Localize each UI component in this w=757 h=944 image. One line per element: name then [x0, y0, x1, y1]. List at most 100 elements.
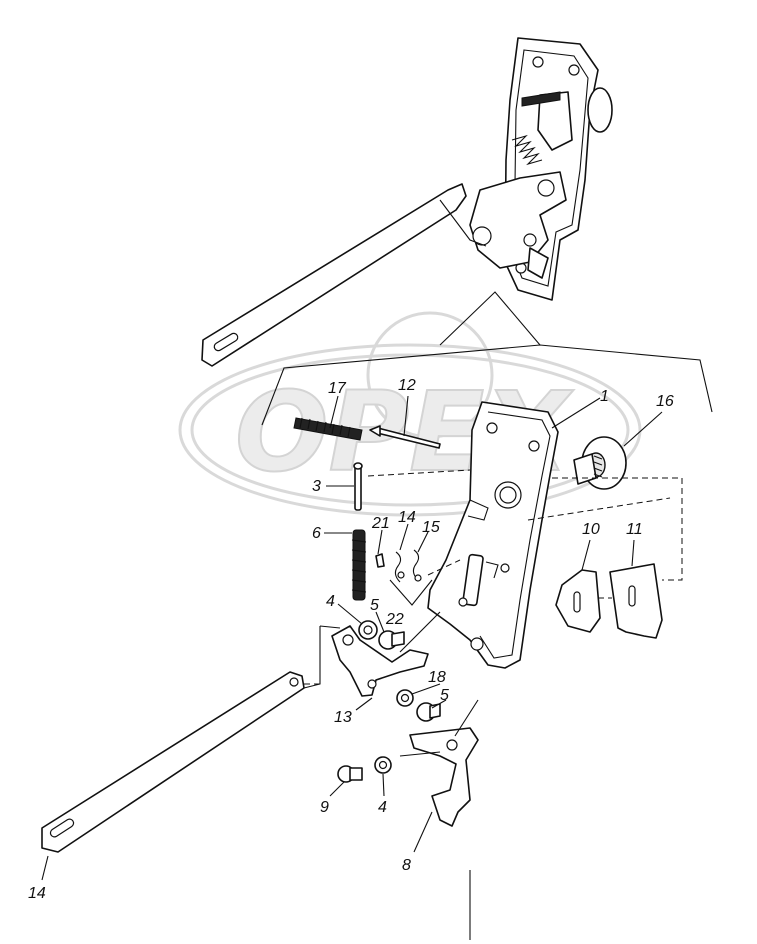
- top-pin: [521, 91, 561, 107]
- part-4-washer-lower: [374, 756, 392, 774]
- callout-5-upper: 5: [370, 597, 379, 614]
- part-13-lever: [303, 625, 429, 697]
- part-9-bolt: [337, 765, 363, 783]
- top-spring: [511, 134, 543, 166]
- cover-11-body: [609, 563, 663, 639]
- leader-8: [413, 811, 433, 853]
- top-rotor: [587, 87, 613, 133]
- rotor-cam: [573, 453, 597, 485]
- pin-12-head: [369, 425, 381, 437]
- lock-plate-tab: [467, 499, 489, 521]
- part-4-washer-upper: [358, 620, 378, 640]
- bolt-22-shaft: [391, 631, 405, 647]
- part-11-cover: [609, 563, 663, 639]
- part-18-washer: [396, 689, 414, 707]
- callout-11: 11: [626, 521, 643, 538]
- spring-6-body: [352, 529, 366, 601]
- lock-plate-bracket: [485, 561, 499, 579]
- callout-12: 12: [398, 377, 416, 394]
- leader-12: [403, 395, 409, 437]
- leader-11: [631, 539, 635, 567]
- top-lever-hole: [523, 233, 537, 247]
- leader-21: [377, 529, 383, 555]
- callout-4-lower: 4: [378, 799, 387, 816]
- leader-5a: [375, 611, 385, 633]
- dash-link: [427, 559, 461, 576]
- clip-15-ring: [414, 574, 422, 582]
- washer-leader: [399, 751, 441, 757]
- leader-17: [329, 395, 339, 429]
- callout-4-upper: 4: [326, 593, 335, 610]
- top-rod-link: [439, 199, 487, 247]
- callout-15: 15: [422, 519, 440, 536]
- lever-leader: [399, 611, 441, 653]
- leader-5b: [431, 699, 447, 709]
- top-assembly: [201, 37, 613, 367]
- top-plate-hole: [568, 64, 580, 76]
- callout-8: 8: [402, 857, 411, 874]
- callout-17: 17: [328, 380, 347, 397]
- lock-plate-post: [462, 553, 484, 607]
- cover-11-slot: [628, 585, 636, 607]
- small-clips: [375, 549, 461, 606]
- part-6-spring: [351, 529, 367, 601]
- lever-13-hole: [367, 679, 377, 689]
- bolt-9-shaft: [349, 767, 363, 781]
- callout-14-rod: 14: [28, 885, 46, 902]
- callout-18: 18: [428, 669, 446, 686]
- clip-leader: [389, 579, 433, 606]
- leader-14b: [41, 855, 49, 881]
- lever-13-body: [331, 625, 429, 697]
- callout-13: 13: [334, 709, 352, 726]
- callout-5-lower: 5: [440, 687, 449, 704]
- washer-4-inner: [363, 625, 373, 635]
- rod-14-body: [41, 671, 305, 853]
- spring-6-coils: [351, 539, 367, 593]
- clip-15: [412, 549, 420, 581]
- washer-4b-inner: [378, 760, 388, 770]
- watermark-oval: [178, 343, 642, 517]
- lever-13-hole: [342, 634, 354, 646]
- top-lever-hole: [537, 179, 555, 197]
- part-22-bolt: [378, 630, 405, 650]
- clip-21: [375, 553, 385, 568]
- callout-14-clip: 14: [398, 509, 416, 526]
- lock-plate-hole: [458, 597, 468, 607]
- part-12-pin: [369, 425, 441, 449]
- washer-18-inner: [400, 693, 410, 703]
- dash-link: [367, 469, 471, 477]
- leader-4b: [382, 773, 385, 797]
- lock-plate-hole: [500, 563, 510, 573]
- callout-leaders: [41, 395, 663, 881]
- callout-3: 3: [312, 478, 321, 495]
- leader-9: [329, 781, 345, 797]
- part-16-rotor: [573, 436, 627, 490]
- watermark-gear: [366, 311, 494, 439]
- part-3-pin: [353, 462, 363, 511]
- leader-14a: [399, 523, 409, 551]
- leader-16: [623, 411, 663, 447]
- assembly-leader: [439, 291, 541, 346]
- callout-6: 6: [312, 525, 321, 542]
- cam-10-slot: [573, 591, 581, 613]
- dash-link: [527, 497, 671, 521]
- leader-15: [417, 531, 429, 553]
- pin-3-head: [353, 462, 363, 470]
- lever-8-hole: [446, 739, 458, 751]
- rod-14-slot: [49, 818, 75, 838]
- lock-plate-hole: [528, 440, 540, 452]
- clip-14-ring: [397, 571, 405, 579]
- part-5-bolt-lower: [416, 702, 441, 722]
- callout-16: 16: [656, 393, 674, 410]
- part-17-spring: [293, 417, 363, 441]
- part-1-lock-plate: [427, 401, 559, 669]
- lever-8-body: [409, 727, 479, 827]
- rod-14-hole: [289, 677, 299, 687]
- callout-1: 1: [600, 388, 609, 405]
- top-plate-hole: [532, 56, 544, 68]
- dash-link: [552, 477, 683, 581]
- top-catch: [537, 91, 573, 151]
- clip-14: [394, 551, 402, 583]
